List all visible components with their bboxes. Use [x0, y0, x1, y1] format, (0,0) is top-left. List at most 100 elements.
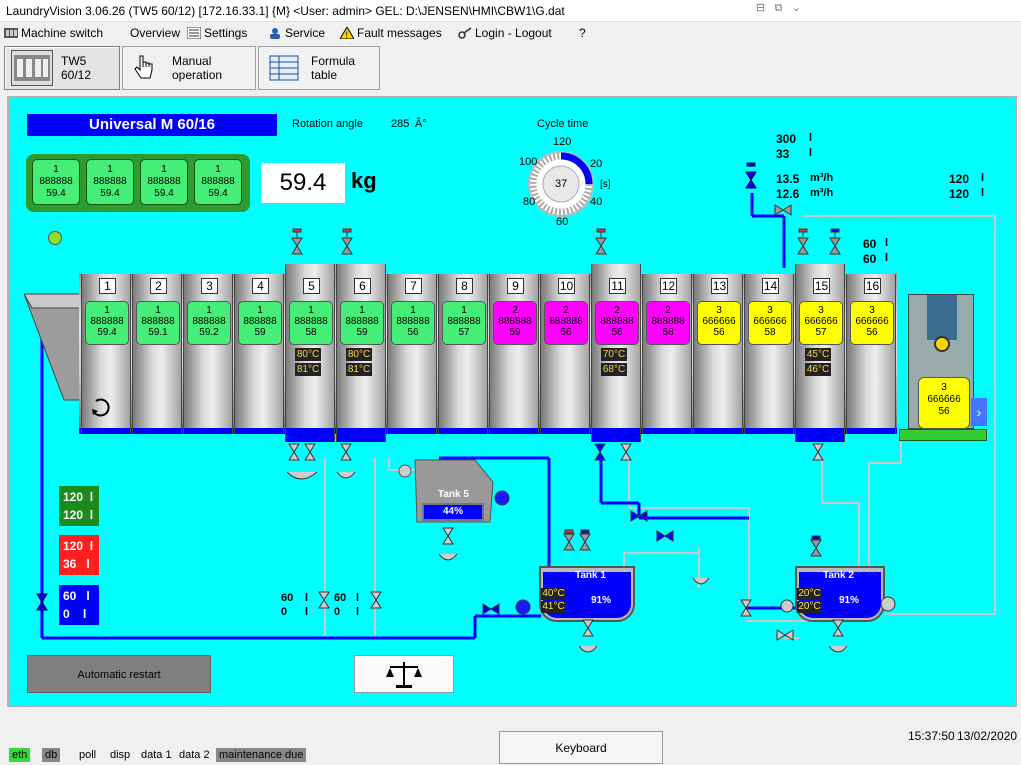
overflow-drain — [692, 577, 710, 585]
tank2-level: 91% — [839, 595, 860, 606]
dial-60: 60 — [556, 216, 569, 228]
automatic-restart-button[interactable]: Automatic restart — [27, 655, 211, 693]
press-cell-code: 666666 — [927, 394, 961, 405]
compartment-water — [592, 428, 640, 442]
cell-weight: 56 — [713, 327, 725, 338]
green-indicator-line-2: 120 l — [63, 508, 94, 522]
key-icon — [458, 27, 472, 39]
red-indicator-line-2: 36 l — [63, 557, 90, 571]
cell-code: 888888 — [141, 316, 175, 327]
right-volume-1: 120 — [949, 172, 970, 186]
table-icon — [269, 55, 299, 81]
temp-actual: 45°C — [805, 348, 831, 361]
menu-settings[interactable]: Settings — [186, 26, 247, 40]
compartment-water — [184, 428, 232, 434]
compartment-number: 12 — [660, 278, 677, 294]
cell-weight: 59.4 — [97, 327, 117, 338]
scale-button[interactable] — [354, 655, 454, 693]
weight-display: 59.4 — [261, 163, 345, 203]
cycle-time-unit: [s] — [600, 179, 611, 190]
cell-weight: 56 — [407, 327, 419, 338]
dial-20: 20 — [590, 158, 603, 170]
cell-id: 2 — [563, 305, 569, 316]
compartment-water — [439, 428, 487, 434]
tab-formula-table[interactable]: Formula table — [258, 46, 380, 90]
warning-icon: ! — [339, 26, 355, 40]
user-icon — [268, 27, 282, 39]
menu-fault-messages[interactable]: ! Fault messages — [339, 26, 442, 40]
menu-service[interactable]: Service — [268, 26, 325, 40]
dial-80: 80 — [523, 196, 536, 208]
load-cell-weight: 59.4 — [100, 188, 120, 199]
menu-machine-switch[interactable]: Machine switch — [4, 26, 103, 40]
lower-value-b1: 60 — [334, 592, 347, 604]
cell-code: 888888 — [549, 316, 583, 327]
blue-indicator-line-1: 60 l — [63, 589, 90, 603]
machine-icon — [4, 27, 18, 39]
rotation-arrow-icon — [92, 398, 110, 417]
menu-help[interactable]: ? — [579, 26, 586, 40]
cell-code: 666666 — [702, 316, 736, 327]
chevron-down-icon[interactable]: ⌄ — [791, 2, 802, 14]
c15-volume-1: 60 — [863, 237, 877, 251]
chevron-right-icon[interactable]: › — [971, 398, 987, 426]
cell-code: 666666 — [855, 316, 889, 327]
status-db: db — [42, 748, 61, 762]
cycle-time-value: 37 — [555, 178, 568, 190]
flow-unit-1: m³/h — [810, 172, 834, 184]
tab-tw5[interactable]: TW5 60/12 — [4, 46, 120, 90]
keyboard-button[interactable]: Keyboard — [499, 731, 663, 764]
minimize-icon[interactable]: ⊟ — [755, 2, 766, 14]
press-cell-id: 3 — [941, 382, 947, 393]
menu-login-label: Login - Logout — [475, 26, 552, 40]
cell-weight: 58 — [662, 327, 674, 338]
temp-setpoint: 46°C — [805, 363, 831, 376]
load-cell-weight: 59.4 — [208, 188, 228, 199]
status-data1: data 1 — [141, 749, 172, 761]
process-overview: Universal M 60/16 Rotation angle 285 Â° … — [7, 96, 1017, 707]
tank1-name: Tank 1 — [575, 570, 606, 581]
status-lamp — [48, 231, 62, 245]
tank5-drain — [439, 527, 458, 561]
tank2-circuit-valves — [740, 599, 794, 641]
svg-text:!: ! — [346, 30, 349, 39]
green-indicator-line-1: 120 l — [63, 490, 94, 504]
restore-icon[interactable]: ⧉ — [774, 2, 783, 14]
cell-id: 3 — [818, 305, 824, 316]
load-cell-id: 1 — [107, 164, 113, 175]
menu-login-logout[interactable]: Login - Logout — [458, 26, 552, 40]
tab-manual-operation[interactable]: Manual operation — [122, 46, 256, 90]
menu-overview[interactable]: Overview — [130, 26, 180, 40]
compartment-water — [643, 428, 691, 434]
compartment-number: 13 — [711, 278, 728, 294]
cell-id: 1 — [104, 305, 110, 316]
cell-code: 888888 — [600, 316, 634, 327]
